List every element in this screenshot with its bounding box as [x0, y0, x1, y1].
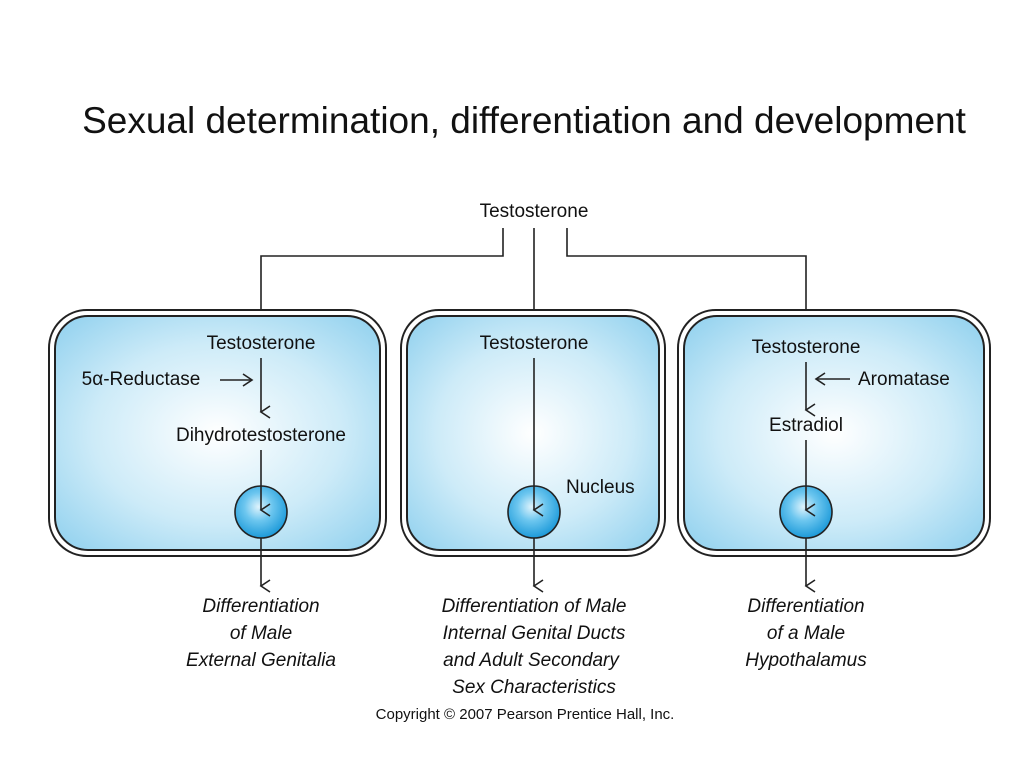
outcome-right-line: of a Male — [767, 623, 845, 644]
top-testosterone-label: Testosterone — [480, 201, 589, 222]
nucleus-label: Nucleus — [566, 477, 635, 498]
outcome-left-line: of Male — [230, 623, 292, 644]
cell-left-enzyme-label: 5α-Reductase — [82, 369, 201, 390]
cell-middle: Testosterone Nucleus — [400, 309, 666, 593]
cell-left-inner-membrane — [54, 315, 381, 551]
outcome-left-line: External Genitalia — [186, 650, 336, 671]
outcome-middle-line: Sex Characteristics — [452, 677, 616, 698]
outcome-middle-line: and Adult Secondary — [443, 650, 620, 671]
outcome-right-line: Differentiation — [747, 596, 864, 617]
outcome-right: Differentiation of a Male Hypothalamus — [745, 596, 867, 671]
cell-middle-inner-membrane — [406, 315, 660, 551]
arrow-to-right-cell — [566, 228, 816, 327]
cell-right-product-label: Estradiol — [769, 415, 843, 436]
cell-right-inner-membrane — [683, 315, 985, 551]
cell-left-input-label: Testosterone — [207, 333, 316, 354]
cell-left: Testosterone 5α-Reductase Dihydrotestost… — [48, 309, 387, 593]
cell-right: Testosterone Aromatase Estradiol — [677, 309, 991, 593]
slide-title: Sexual determination, differentiation an… — [82, 100, 966, 141]
outcome-left: Differentiation of Male External Genital… — [186, 596, 336, 671]
outcome-middle-line: Internal Genital Ducts — [443, 623, 626, 644]
cell-middle-input-label: Testosterone — [480, 333, 589, 354]
outcome-middle-line: Differentiation of Male — [442, 596, 627, 617]
cell-right-input-label: Testosterone — [752, 337, 861, 358]
cell-left-product-label: Dihydrotestosterone — [176, 425, 346, 446]
outcome-left-line: Differentiation — [202, 596, 319, 617]
arrow-to-left-cell — [259, 228, 504, 327]
outcome-middle: Differentiation of Male Internal Genital… — [442, 596, 627, 698]
copyright-notice: Copyright © 2007 Pearson Prentice Hall, … — [376, 706, 675, 723]
cell-right-enzyme-label: Aromatase — [858, 369, 950, 390]
outcome-right-line: Hypothalamus — [745, 650, 867, 671]
